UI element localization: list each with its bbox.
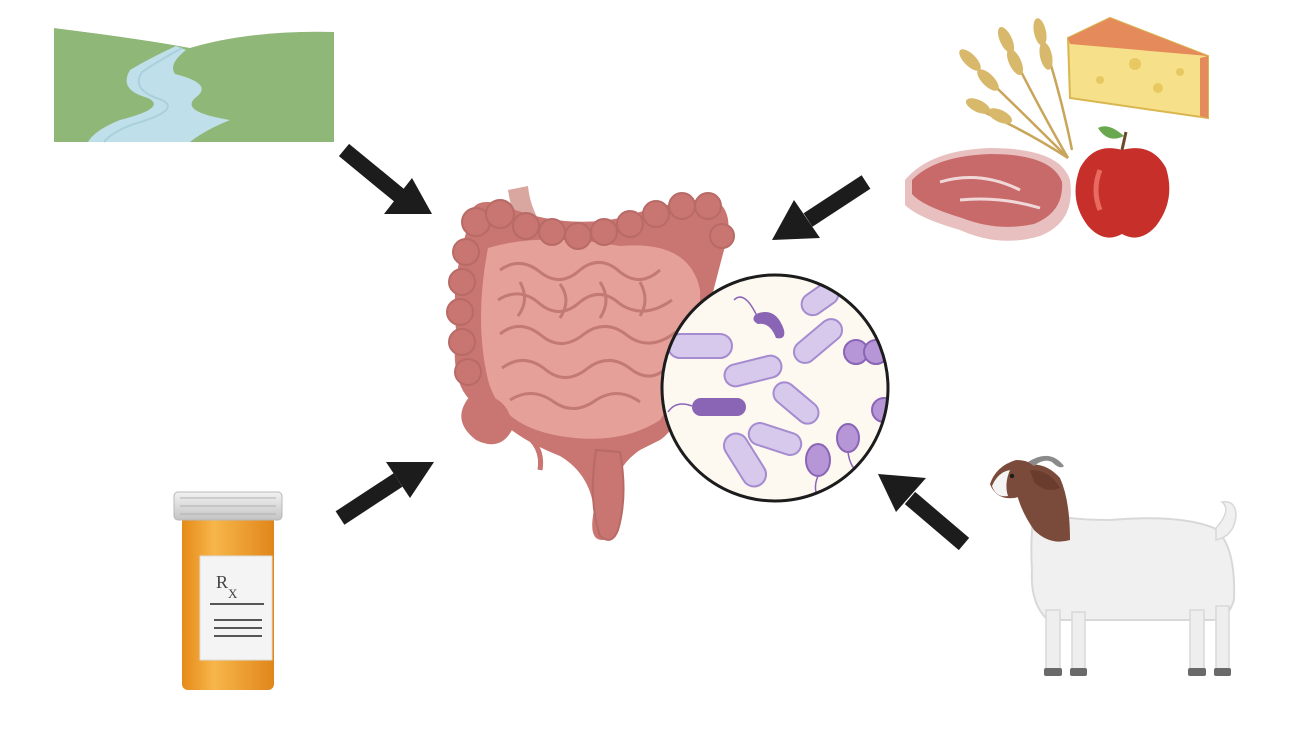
food-wheat-cheese-meat-apple-icon xyxy=(905,16,1209,241)
meat-icon xyxy=(905,148,1071,241)
rx-label: R xyxy=(216,572,228,592)
arrow-medication-to-gut xyxy=(335,462,434,525)
intestine-icon xyxy=(446,186,735,541)
apple-icon xyxy=(1075,126,1170,238)
bacterium-rod xyxy=(667,333,733,359)
wheat-icon xyxy=(967,29,1074,160)
gut-microbiome-bacteria-icon xyxy=(660,273,890,503)
prescription-bottle-icon: R X xyxy=(173,491,283,690)
arrow-diet-to-gut xyxy=(772,175,871,240)
arrow-environment-to-gut xyxy=(338,143,432,214)
arrow-host-to-microbes xyxy=(878,474,970,551)
rx-sub-label: X xyxy=(228,586,238,601)
landscape-river-icon xyxy=(54,28,334,143)
goat-icon xyxy=(990,455,1237,676)
cheese-icon xyxy=(1066,16,1209,120)
